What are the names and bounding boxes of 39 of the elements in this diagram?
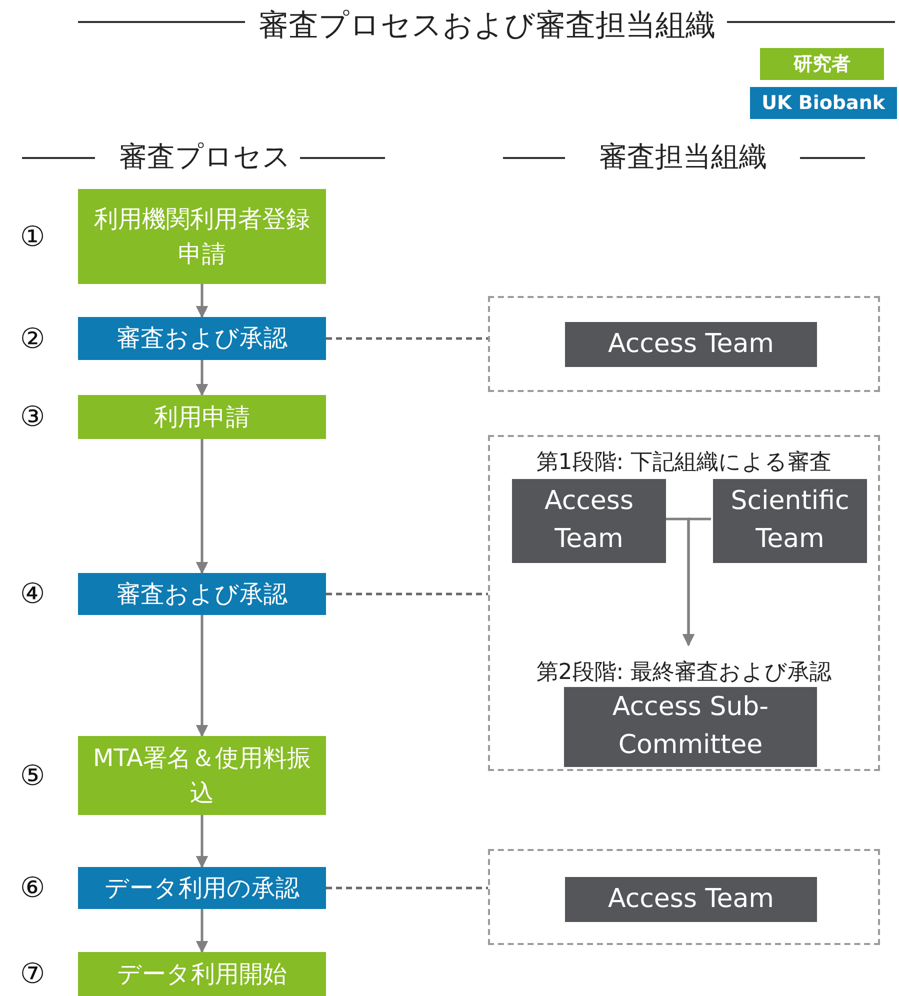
team-box: Scientific Team	[713, 479, 867, 563]
step-number: ④	[20, 576, 46, 612]
review-box: データ利用の承認	[78, 867, 326, 909]
step-number: ⑥	[20, 870, 46, 906]
process-box: 利用機関利用者登録申請	[78, 189, 326, 284]
dashed-frame	[488, 849, 880, 945]
section-heading: 審査担当組織	[599, 139, 767, 175]
arrow	[196, 909, 208, 954]
review-box: 審査および承認	[78, 317, 326, 360]
stage-heading: 第1段階: 下記組織による審査	[535, 449, 833, 477]
title: 審査プロセスおよび審査担当組織	[258, 7, 716, 45]
team-box: Access Team	[565, 877, 817, 922]
arrow	[196, 815, 208, 868]
step-number: ①	[20, 218, 46, 254]
dashed-connector	[326, 337, 488, 340]
step-number: ⑤	[20, 758, 46, 794]
dashed-connector	[326, 592, 488, 596]
legend-item: 研究者	[760, 48, 884, 80]
step-number: ②	[20, 320, 46, 356]
legend-item: UK Biobank	[750, 87, 897, 119]
team-box: Access Team	[565, 322, 817, 367]
stage-heading: 第2段階: 最終審査および承認	[535, 659, 833, 687]
dashed-connector	[326, 886, 488, 890]
team-box: Access Team	[512, 479, 666, 563]
arrow	[196, 360, 208, 396]
process-box: データ利用開始	[78, 952, 326, 996]
section-heading: 審査プロセス	[119, 139, 291, 175]
dashed-frame	[488, 435, 880, 771]
review-box: 審査および承認	[78, 573, 326, 615]
process-box: 利用申請	[78, 395, 326, 439]
dashed-frame	[488, 296, 880, 392]
step-number: ⑦	[20, 956, 46, 992]
arrow	[196, 439, 208, 574]
team-box: Access Sub-Committee	[564, 687, 817, 767]
process-box: MTA署名＆使用料振込	[78, 736, 326, 815]
arrow	[196, 284, 208, 318]
arrow	[682, 518, 711, 646]
step-number: ③	[20, 399, 46, 435]
arrow	[196, 615, 208, 738]
